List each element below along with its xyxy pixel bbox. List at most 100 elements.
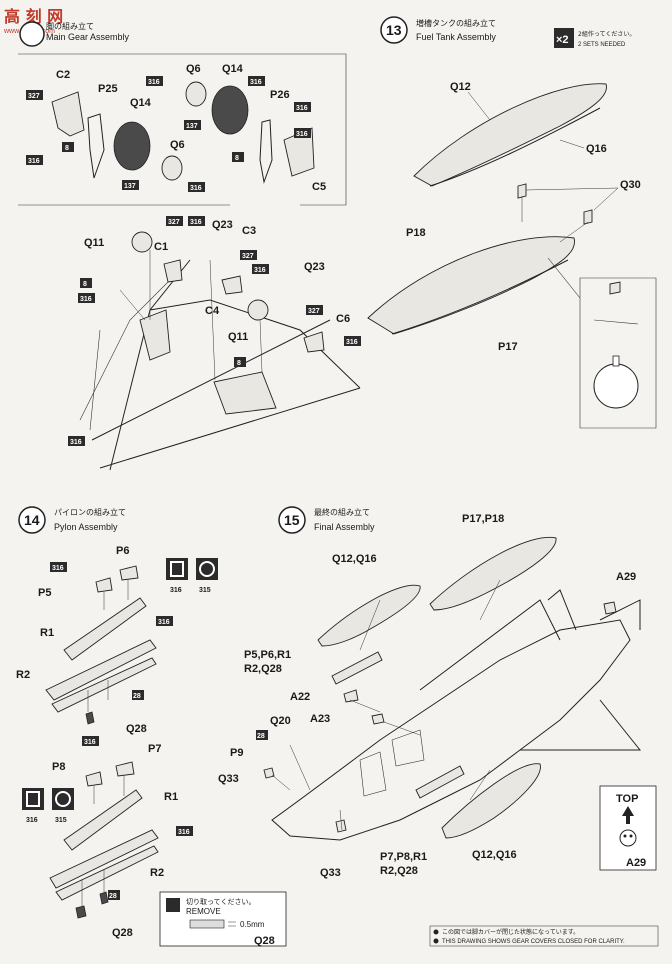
part-q28-lower-b (99, 891, 109, 905)
text-label: 316 (296, 131, 308, 138)
text-label: 327 (168, 219, 180, 226)
text-label: 28 (109, 893, 117, 900)
step-13-fuel-tank: 13 増槽タンクの組み立て Fuel Tank Assembly ×2 2組作っ… (367, 16, 657, 429)
paint-callout: 137 (122, 180, 139, 190)
gear-strut-p25 (87, 113, 105, 179)
part-p8 (85, 771, 103, 787)
text-label: 316 (190, 219, 202, 226)
step-number-badge (18, 506, 46, 534)
text-label: P9 (230, 747, 243, 759)
text-label: 脚の組み立て (46, 21, 94, 31)
text-label: 切り取ってください。 (186, 898, 255, 906)
part-p7 (115, 761, 135, 777)
paint-callout: 327 (306, 305, 323, 315)
text-label: 316 (170, 587, 182, 594)
text-label: 最終の組み立て (314, 507, 370, 517)
assembly-guides (87, 580, 129, 712)
fuel-tank-upper-right (429, 536, 557, 611)
quantity-badge (554, 28, 574, 48)
text-label: 8 (235, 155, 239, 162)
arrow-up-icon (622, 806, 634, 824)
text-label: A29 (616, 571, 636, 583)
text-label: 316 (26, 817, 38, 824)
text-label: C3 (242, 225, 256, 237)
text-label: C6 (336, 313, 350, 325)
aircraft-fuselage (271, 619, 631, 841)
paint-callout: 8 (232, 152, 244, 162)
detail-inset-frame (579, 277, 657, 429)
paint-callout: 316 (344, 336, 361, 346)
text-label: Q16 (586, 143, 607, 155)
pylon-assembly-lower (415, 765, 465, 799)
text-label: THIS DRAWING SHOWS GEAR COVERS CLOSED FO… (442, 939, 625, 945)
text-label: REMOVE (186, 907, 221, 916)
part-a22 (343, 689, 359, 703)
text-label: 327 (28, 93, 40, 100)
text-label: 316 (158, 619, 170, 626)
text-label: 316 (254, 267, 266, 274)
door-c1 (163, 259, 183, 283)
text-label: 316 (296, 105, 308, 112)
paint-callout: 28 (132, 690, 144, 700)
text-label: 316 (84, 739, 96, 746)
step-number-badge (278, 506, 306, 534)
fin-detail (609, 281, 621, 295)
fuel-tank-seam (391, 259, 569, 335)
text-label: 8 (65, 145, 69, 152)
paint-callout: 316 (294, 128, 311, 138)
paint-callout: 316 (294, 102, 311, 112)
text-label: R2 (16, 669, 30, 681)
text-label: P7,P8,R1 (380, 851, 427, 863)
text-label: ×2 (556, 34, 569, 46)
part-q33-left (263, 767, 275, 779)
text-label: 316 (148, 79, 160, 86)
pylon-r1-lower (63, 789, 143, 851)
text-label: 316 (190, 185, 202, 192)
option-badge-2: 315 (196, 558, 218, 594)
text-label: Q11 (228, 331, 248, 343)
top-orientation-box: TOP A29 (599, 785, 657, 871)
text-label: A22 (290, 691, 310, 703)
pylon-assembly-upper (331, 651, 383, 685)
text-label: Q14 (130, 97, 152, 109)
text-label: C1 (154, 241, 168, 253)
text-label: A29 (626, 857, 646, 869)
paint-callout: 316 (26, 155, 43, 165)
nose-wheel-left (131, 231, 153, 253)
fin-q30 (583, 209, 593, 225)
tank-fin-section (612, 355, 620, 367)
aircraft-detail-panels (359, 729, 425, 797)
gear-door-c2 (51, 91, 85, 137)
text-label: R2,Q28 (244, 663, 282, 675)
inset-frame (18, 53, 347, 206)
text-label: Q28 (112, 927, 133, 939)
fin-q30 (517, 183, 527, 199)
text-label: P17,P18 (462, 513, 504, 525)
wheel-hub-q6-left (161, 155, 183, 181)
text-label: Q11 (84, 237, 104, 249)
text-label: P7 (148, 743, 161, 755)
fuel-tank-half-q12 (413, 83, 607, 187)
step-number-badge (19, 21, 45, 47)
text-label: P5 (38, 587, 51, 599)
text-label: 316 (250, 79, 262, 86)
fuel-tank-half-p18 (367, 236, 575, 335)
paint-callout: 316 (82, 736, 99, 746)
pylon-r1-upper (63, 597, 147, 661)
rail-r2-upper (45, 639, 157, 701)
paint-callout: 316 (156, 616, 173, 626)
text-label: 316 (346, 339, 358, 346)
nose-wheel-right (247, 299, 269, 321)
text-label: パイロンの組み立て (54, 507, 126, 517)
part-p5 (95, 577, 113, 593)
text-label: 0.5mm (240, 920, 265, 929)
paint-callout: 316 (78, 293, 95, 303)
text-label: 8 (83, 281, 87, 288)
text-label: 327 (242, 253, 254, 260)
text-label: 315 (199, 587, 211, 594)
wheel-hub-q6-right (185, 81, 207, 107)
footnote: この図では脚カバーが閉じた状態になっています。 THIS DRAWING SHO… (429, 925, 659, 947)
rail-r2-lower-b (55, 845, 159, 901)
fuel-tank-seam (429, 107, 601, 187)
